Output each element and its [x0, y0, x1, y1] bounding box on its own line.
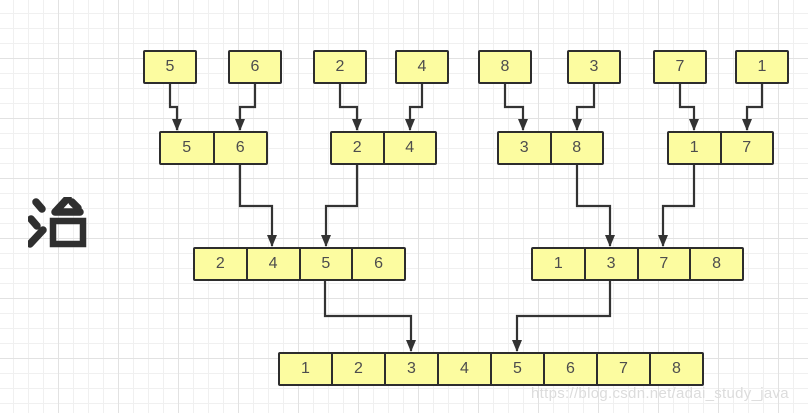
arrow-box7-to-pair17	[678, 84, 699, 131]
arrow-box3-to-pair38	[572, 84, 596, 131]
level1-box-4: 4	[395, 50, 449, 84]
level4-merged-cell-6: 6	[543, 354, 596, 384]
level4-merged-cell-1: 1	[301, 360, 310, 377]
level1-box-2-cell-2: 2	[335, 58, 345, 75]
level4-merged-cell-3: 3	[384, 354, 437, 384]
level3-quad-2456-cell-6: 6	[351, 249, 404, 279]
level4-merged-cell-2: 2	[331, 354, 384, 384]
level1-box-6: 6	[228, 50, 282, 84]
watermark-url: https://blog.csdn.net/adai_study_java	[531, 385, 789, 402]
arrow-box2-to-pair24	[338, 84, 362, 131]
level1-box-6-cell-6: 6	[250, 58, 260, 75]
arrow-box6-to-pair56	[235, 84, 257, 131]
level1-box-5: 5	[143, 50, 197, 84]
conquer-label-text: 治	[0, 0, 1, 1]
level1-box-3: 3	[567, 50, 621, 84]
level1-box-3-cell-3: 3	[589, 58, 599, 75]
arrow-box8-to-pair38	[503, 84, 528, 131]
level3-quad-1378-cell-8: 8	[689, 249, 742, 279]
level1-box-2: 2	[313, 50, 367, 84]
level3-quad-1378-cell-7: 7	[636, 249, 690, 279]
level3-quad-2456-cell-2: 2	[215, 255, 225, 272]
arrow-quad2456-to-merged	[323, 281, 416, 352]
arrow-pair24-to-quad2456	[321, 165, 359, 247]
level4-merged-cell-8: 8	[649, 354, 702, 384]
level2-pair-17-cell-1: 1	[689, 139, 699, 156]
level4-merged-cell-5: 5	[490, 354, 543, 384]
level1-box-8-cell-8: 8	[500, 58, 510, 75]
level4-merged-cell-4: 4	[437, 354, 490, 384]
arrow-pair38-to-quad1378	[575, 165, 615, 247]
level1-box-1-cell-1: 1	[757, 58, 767, 75]
level2-pair-56-cell-6: 6	[212, 133, 267, 163]
arrow-box5-to-pair56	[168, 84, 182, 131]
arrow-pair56-to-quad2456	[238, 165, 277, 247]
level1-box-5-cell-5: 5	[165, 58, 175, 75]
arrow-box1-to-pair17	[742, 84, 764, 131]
level1-box-4-cell-4: 4	[417, 58, 427, 75]
level3-quad-1378-cell-1: 1	[553, 255, 563, 272]
level2-pair-38-cell-3: 3	[519, 139, 529, 156]
level1-box-1: 1	[735, 50, 789, 84]
level1-box-8: 8	[478, 50, 532, 84]
level3-quad-1378-cell-3: 3	[583, 249, 637, 279]
level2-pair-17-cell-7: 7	[719, 133, 773, 163]
level2-pair-24-cell-4: 4	[382, 133, 436, 163]
arrow-quad1378-to-merged	[512, 281, 612, 352]
conquer-label-glyph	[28, 197, 87, 248]
arrow-pair17-to-quad1378	[658, 165, 696, 247]
level3-quad-2456-cell-4: 4	[245, 249, 299, 279]
level2-pair-38-cell-8: 8	[549, 133, 603, 163]
level2-pair-56-cell-5: 5	[182, 139, 192, 156]
level4-merged-cell-7: 7	[596, 354, 649, 384]
level3-quad-2456-cell-5: 5	[298, 249, 352, 279]
level1-box-7-cell-7: 7	[675, 58, 685, 75]
level1-box-7: 7	[653, 50, 707, 84]
level2-pair-24-cell-2: 2	[352, 139, 362, 156]
arrow-box4-to-pair24	[405, 84, 424, 131]
